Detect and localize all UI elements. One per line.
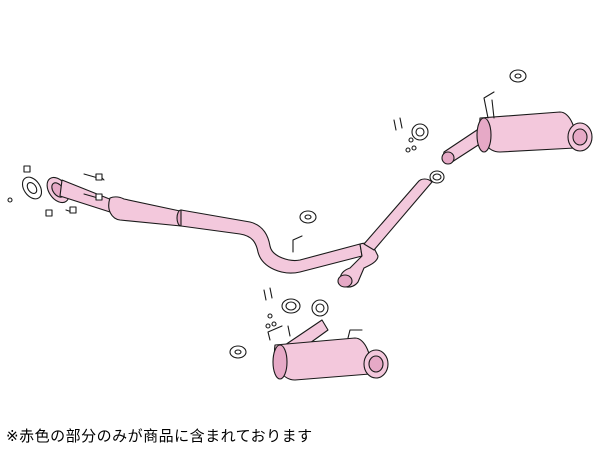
resonator	[108, 196, 186, 227]
bolt-marker	[393, 117, 403, 131]
product-note: ※赤色の部分のみが商品に含まれております	[6, 427, 313, 445]
y-pipe	[337, 178, 433, 288]
upper-muffler	[441, 91, 593, 165]
lower-muffler	[267, 319, 389, 381]
hardware	[7, 69, 527, 359]
front-pipe	[46, 176, 363, 274]
bolt-marker	[263, 287, 273, 301]
